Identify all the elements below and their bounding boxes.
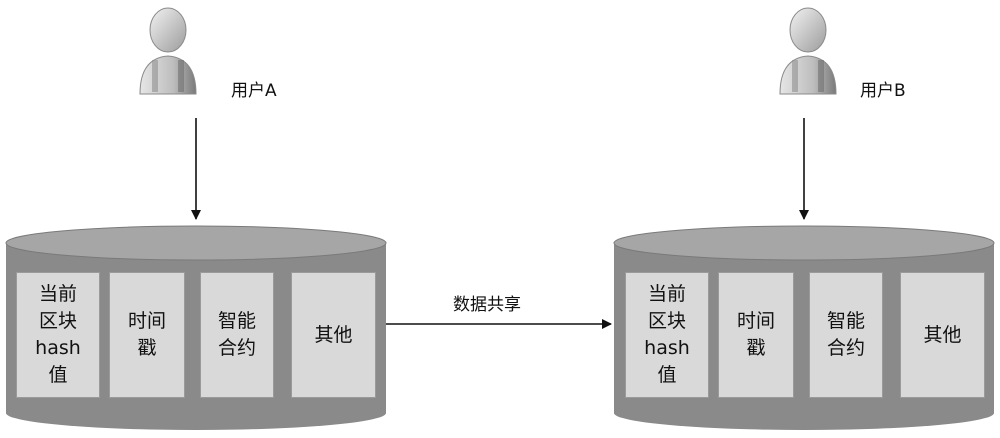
block-b-slot-other-text: 其他: [923, 323, 962, 346]
block-a-slot-hash-text: 当前 区块 hash 值: [35, 283, 81, 386]
block-b-slot-smart-contract-text: 智能 合约: [826, 310, 865, 359]
block-b-slot-hash-text: 当前 区块 hash 值: [644, 283, 690, 386]
block-b-slot-hash: 当前 区块 hash 值: [625, 272, 709, 398]
data-share-label: 数据共享: [453, 295, 521, 315]
block-a-slot-timestamp: 时间 戳: [109, 272, 185, 398]
block-a-slot-smart-contract-text: 智能 合约: [217, 310, 256, 359]
block-b-slot-smart-contract: 智能 合约: [809, 272, 883, 398]
user-b-icon: [779, 7, 837, 95]
block-a-slot-smart-contract: 智能 合约: [200, 272, 274, 398]
block-a-slot-other-text: 其他: [314, 323, 353, 346]
block-a-slot-timestamp-text: 时间 戳: [127, 310, 166, 359]
blockchain-node-b-cylinder: [613, 225, 995, 430]
user-a-icon: [139, 7, 197, 95]
block-a-slot-other: 其他: [291, 272, 376, 398]
user-b-label: 用户B: [860, 81, 906, 101]
block-a-slot-hash: 当前 区块 hash 值: [16, 272, 100, 398]
user-a-label: 用户A: [231, 81, 277, 101]
block-b-slot-other: 其他: [900, 272, 985, 398]
block-b-slot-timestamp: 时间 戳: [718, 272, 794, 398]
block-b-slot-timestamp-text: 时间 戳: [736, 310, 775, 359]
